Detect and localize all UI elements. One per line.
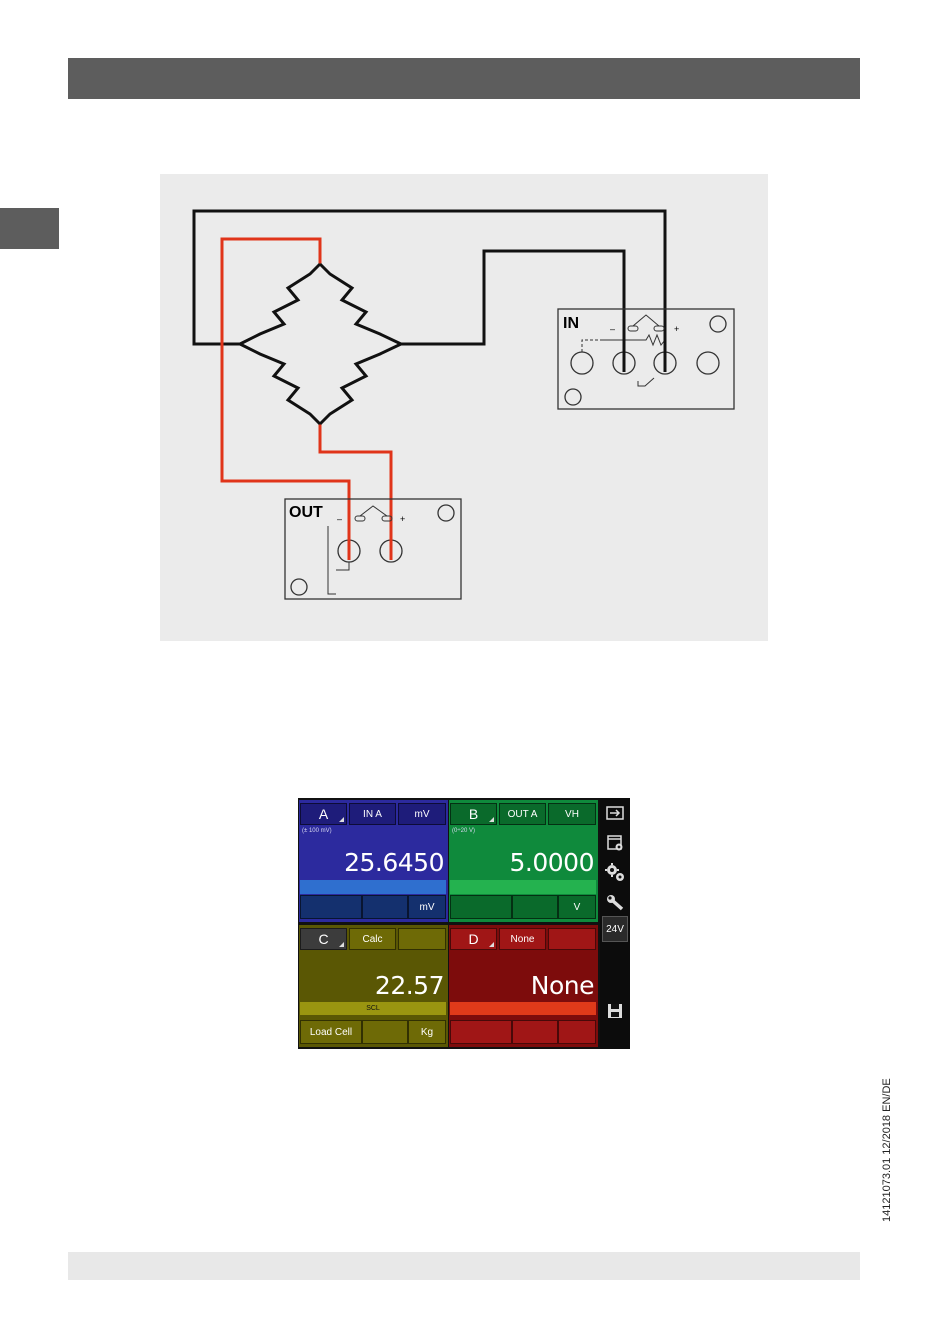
channel-c-letter-button[interactable]: C: [300, 928, 347, 950]
document-number: 14121073.01 12/2018 EN/DE: [881, 1078, 893, 1222]
out-module-label: OUT: [289, 504, 323, 521]
out-minus-sign: –: [337, 514, 342, 524]
channel-c-sub-mid[interactable]: [362, 1020, 408, 1044]
channel-c-sub-left[interactable]: Load Cell: [300, 1020, 362, 1044]
header-bar: [68, 58, 860, 99]
bridge-resistors: [240, 264, 401, 424]
channel-a-unit-button[interactable]: mV: [398, 803, 446, 825]
channel-d-value: None: [531, 971, 594, 1000]
gears-icon[interactable]: [602, 860, 628, 886]
resistor-top-right: [320, 264, 401, 344]
channel-a-panel[interactable]: A IN A mV (± 100 mV) 25.6450 mV: [299, 800, 448, 922]
channel-b-unit-button[interactable]: VH: [548, 803, 596, 825]
channel-b-panel[interactable]: B OUT A VH (0÷20 V) 5.0000 V: [449, 800, 598, 922]
channel-d-letter-button[interactable]: D: [450, 928, 497, 950]
resistor-top-left: [240, 264, 320, 344]
wiring-diagram-svg: IN – + OUT – +: [160, 174, 768, 641]
footer-bar: [68, 1252, 860, 1280]
channel-a-letter-button[interactable]: A: [300, 803, 347, 825]
wrench-icon[interactable]: [602, 890, 628, 916]
channel-b-value: 5.0000: [510, 848, 594, 877]
channel-a-source-button[interactable]: IN A: [349, 803, 396, 825]
voltage-24v-button[interactable]: 24V: [602, 916, 628, 942]
channel-c-panel[interactable]: C Calc 22.57 SCL Load Cell Kg: [299, 925, 448, 1047]
channel-d-sub-right[interactable]: [558, 1020, 596, 1044]
red-wire-bottom: [320, 424, 391, 548]
black-wire-outer: [194, 211, 665, 364]
channel-d-sub-left[interactable]: [450, 1020, 512, 1044]
channel-c-sub-right[interactable]: Kg: [408, 1020, 446, 1044]
wiring-diagram: IN – + OUT – +: [160, 174, 768, 641]
channel-b-range: (0÷20 V): [452, 828, 475, 834]
device-toolbar: 24V: [600, 798, 630, 1049]
device-screen: A IN A mV (± 100 mV) 25.6450 mV B OUT A …: [298, 798, 630, 1049]
resistor-bottom-right: [320, 344, 401, 424]
channel-a-value: 25.6450: [344, 848, 444, 877]
black-wire-inner: [401, 251, 624, 364]
channel-d-bar: [450, 1002, 596, 1015]
in-screw-top-right: [710, 316, 726, 332]
in-screw-bottom-left: [565, 389, 581, 405]
resistor-bottom-left: [240, 344, 320, 424]
channel-b-bar: [450, 880, 596, 894]
channel-b-source-button[interactable]: OUT A: [499, 803, 546, 825]
channel-a-sub-right[interactable]: mV: [408, 895, 446, 919]
out-plus-sign: +: [400, 514, 405, 524]
channel-b-sub-left[interactable]: [450, 895, 512, 919]
in-terminal-4: [697, 352, 719, 374]
channel-d-sub-mid[interactable]: [512, 1020, 558, 1044]
out-screw-bottom-left: [291, 579, 307, 595]
channel-b-letter-button[interactable]: B: [450, 803, 497, 825]
window-settings-icon[interactable]: [602, 830, 628, 856]
out-screw-top-right: [438, 505, 454, 521]
channel-a-sub-mid[interactable]: [362, 895, 408, 919]
in-terminal-1: [571, 352, 593, 374]
channel-c-value: 22.57: [375, 971, 444, 1000]
channel-d-panel[interactable]: D None None: [449, 925, 598, 1047]
in-module-label: IN: [563, 315, 579, 332]
channel-c-unit-button[interactable]: [398, 928, 446, 950]
channel-a-range: (± 100 mV): [302, 828, 332, 834]
in-minus-sign: –: [610, 324, 615, 334]
channel-c-bar: SCL: [300, 1002, 446, 1015]
channel-c-source-button[interactable]: Calc: [349, 928, 396, 950]
chapter-tab: [0, 208, 59, 249]
in-plus-sign: +: [674, 324, 679, 334]
in-module-box: [558, 309, 734, 409]
channel-b-sub-right[interactable]: V: [558, 895, 596, 919]
channel-d-unit-button[interactable]: [548, 928, 596, 950]
channel-b-sub-mid[interactable]: [512, 895, 558, 919]
channel-a-sub-left[interactable]: [300, 895, 362, 919]
exit-icon[interactable]: [602, 800, 628, 826]
channel-d-source-button[interactable]: None: [499, 928, 546, 950]
channel-a-bar: [300, 880, 446, 894]
save-icon[interactable]: [602, 998, 628, 1024]
